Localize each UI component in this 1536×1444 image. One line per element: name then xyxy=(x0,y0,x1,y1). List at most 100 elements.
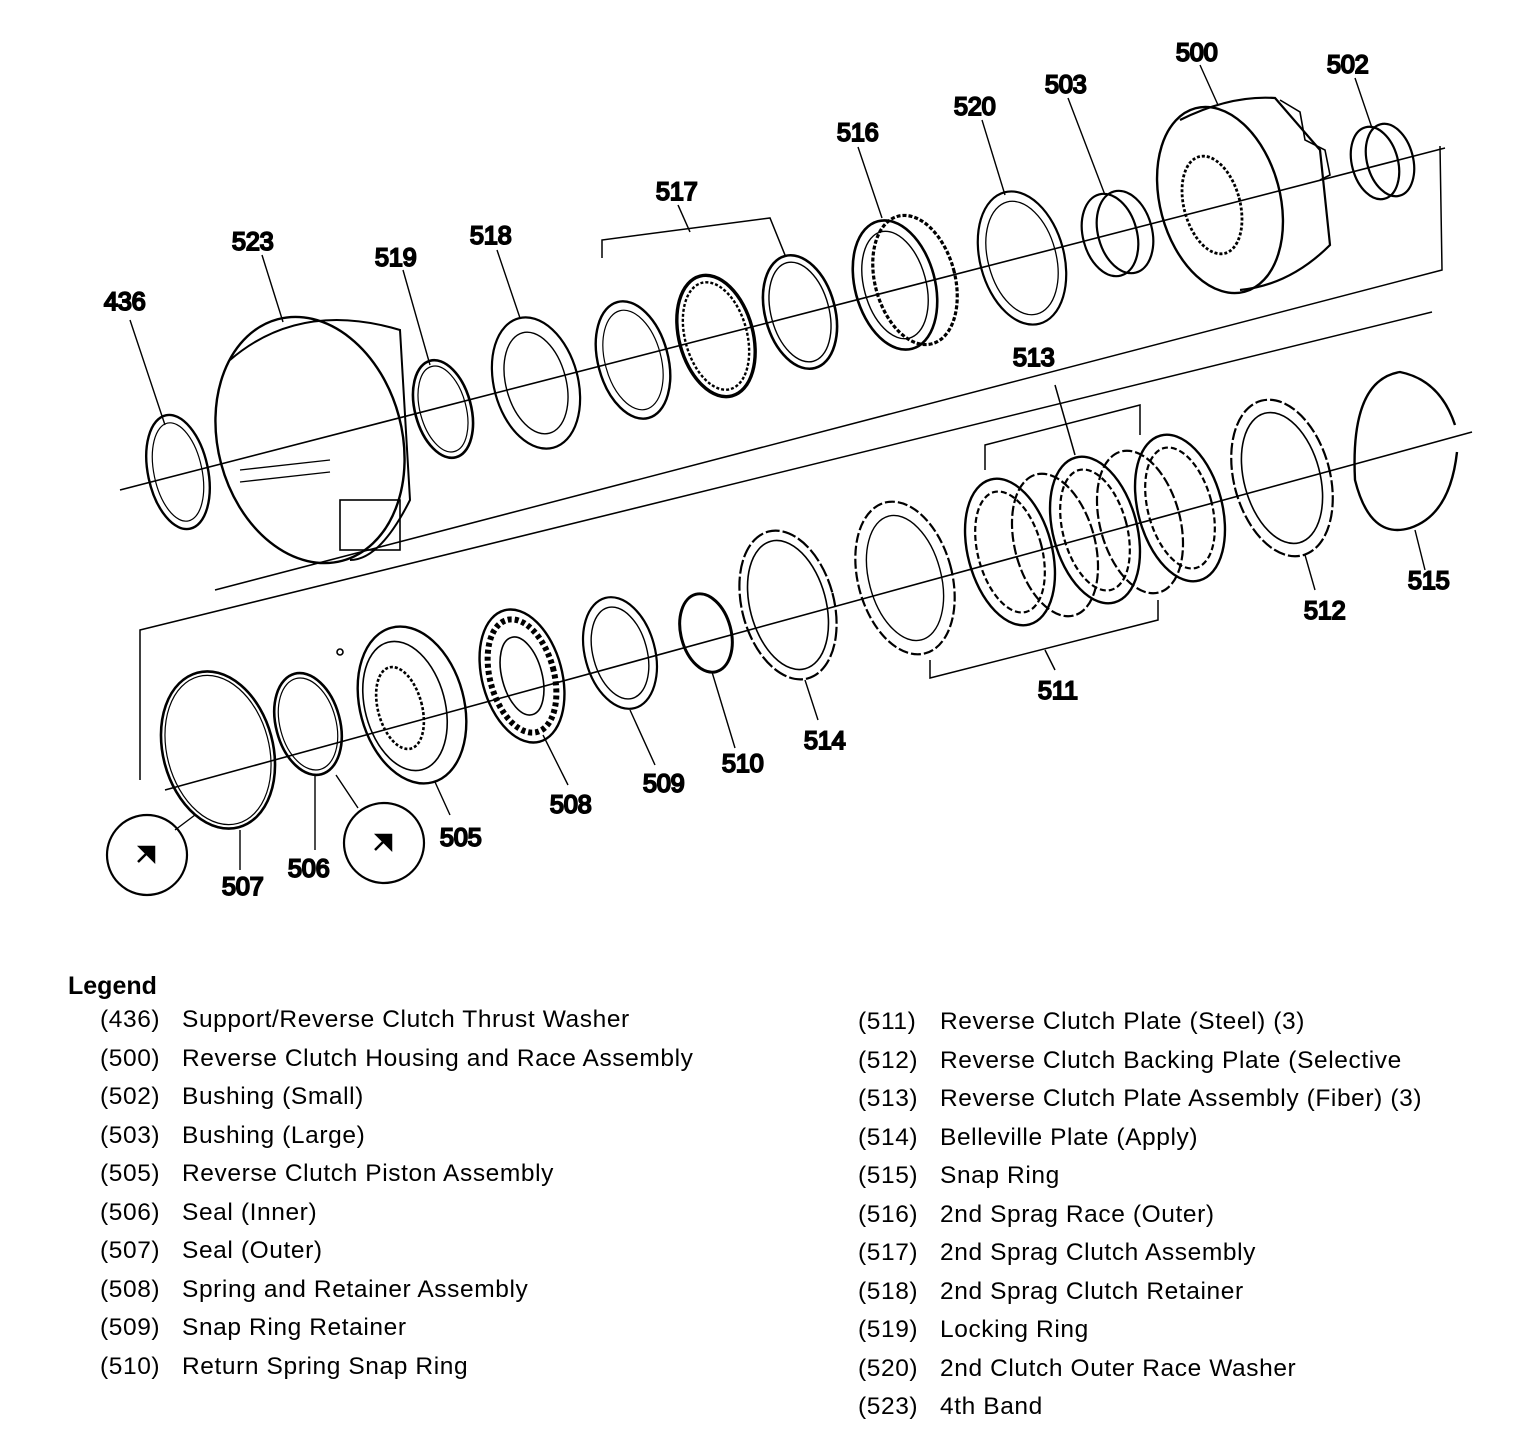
legend-item: (513) Reverse Clutch Plate Assembly (Fib… xyxy=(858,1084,1528,1114)
legend-item-description: Reverse Clutch Housing and Race Assembly xyxy=(182,1044,694,1072)
callout-509: 509 xyxy=(643,770,685,798)
part-513-reverse-clutch-fiber-plates xyxy=(963,433,1227,627)
part-506-seal-inner xyxy=(272,671,344,777)
callout-518: 518 xyxy=(470,222,512,250)
legend-title: Legend xyxy=(68,972,157,1000)
legend-item: (502) Bushing (Small) xyxy=(100,1082,720,1112)
legend-item: (503) Bushing (Large) xyxy=(100,1121,720,1151)
legend-item-number: (506) xyxy=(100,1198,161,1226)
lubricate-arrow-icon xyxy=(342,801,426,885)
part-515-snap-ring xyxy=(1353,370,1459,532)
legend-item: (518) 2nd Sprag Clutch Retainer xyxy=(858,1277,1528,1307)
callout-512: 512 xyxy=(1304,597,1346,625)
legend-item-description: Seal (Inner) xyxy=(182,1198,318,1226)
part-514-belleville-plate xyxy=(738,529,838,681)
part-502-bushing-small xyxy=(1349,122,1416,201)
part-511-reverse-clutch-steel-plates xyxy=(854,449,1185,656)
legend-item-description: 2nd Clutch Outer Race Washer xyxy=(940,1354,1297,1382)
legend-item-number: (520) xyxy=(858,1354,919,1382)
legend-item-description: Spring and Retainer Assembly xyxy=(182,1275,529,1303)
legend-item-description: Bushing (Small) xyxy=(182,1083,364,1110)
legend-item-number: (518) xyxy=(858,1277,919,1305)
legend-item: (506) Seal (Inner) xyxy=(100,1198,720,1228)
callout-502: 502 xyxy=(1327,51,1369,79)
legend-item-number: (516) xyxy=(858,1200,919,1228)
legend-item: (509) Snap Ring Retainer xyxy=(100,1313,720,1343)
bracket-511 xyxy=(929,600,1159,679)
legend-item-number: (519) xyxy=(858,1316,919,1343)
legend-item-description: Return Spring Snap Ring xyxy=(182,1352,469,1380)
legend-item-number: (502) xyxy=(100,1083,161,1110)
legend-item: (500) Reverse Clutch Housing and Race As… xyxy=(100,1044,720,1074)
legend-item: (510) Return Spring Snap Ring xyxy=(100,1352,720,1382)
legend-item-description: 2nd Sprag Clutch Retainer xyxy=(940,1277,1244,1305)
legend-item-description: Snap Ring xyxy=(940,1162,1060,1189)
legend-item: (511) Reverse Clutch Plate (Steel) (3) xyxy=(858,1007,1528,1037)
legend-item-description: 2nd Sprag Clutch Assembly xyxy=(940,1239,1256,1266)
legend-item-description: Support/Reverse Clutch Thrust Washer xyxy=(182,1006,630,1033)
legend-item-description: Reverse Clutch Backing Plate (Selective xyxy=(940,1046,1402,1074)
legend-item-number: (509) xyxy=(100,1314,161,1341)
legend-item-description: Belleville Plate (Apply) xyxy=(940,1123,1199,1151)
legend-item: (516) 2nd Sprag Race (Outer) xyxy=(858,1200,1528,1230)
leader-lines xyxy=(129,64,1426,870)
upper-axis-line xyxy=(119,147,1446,491)
callout-506: 506 xyxy=(288,855,330,883)
legend-item-number: (517) xyxy=(858,1239,919,1266)
callout-436: 436 xyxy=(104,288,146,316)
exploded-view-diagram: 436 523 519 518 517 516 520 503 500 502 … xyxy=(103,38,1473,902)
callout-505: 505 xyxy=(440,824,482,852)
part-512-reverse-clutch-backing-plate xyxy=(1230,398,1334,558)
part-436-thrust-washer xyxy=(145,413,211,531)
legend-item-description: Snap Ring Retainer xyxy=(182,1314,407,1341)
legend-item: (507) Seal (Outer) xyxy=(100,1236,720,1266)
part-503-bushing-large xyxy=(1080,189,1155,278)
part-510-return-spring-snap-ring xyxy=(678,592,734,674)
legend-item: (436) Support/Reverse Clutch Thrust Wash… xyxy=(100,1005,720,1035)
part-519-locking-ring xyxy=(411,358,475,460)
callout-514: 514 xyxy=(804,727,846,755)
callout-507: 507 xyxy=(222,873,264,901)
lower-axis-line xyxy=(164,431,1473,791)
part-507-seal-outer xyxy=(159,670,277,830)
legend-left-column: (436) Support/Reverse Clutch Thrust Wash… xyxy=(100,1005,720,1390)
legend-right-column: (511) Reverse Clutch Plate (Steel) (3) (… xyxy=(858,1007,1528,1431)
legend-item: (520) 2nd Clutch Outer Race Washer xyxy=(858,1354,1528,1384)
part-517-sprag-clutch-assembly xyxy=(594,253,839,420)
legend-item: (505) Reverse Clutch Piston Assembly xyxy=(100,1159,720,1189)
legend-item: (519) Locking Ring xyxy=(858,1315,1528,1345)
part-516-sprag-race-outer xyxy=(851,213,959,351)
part-505-reverse-clutch-piston xyxy=(336,625,468,785)
legend-item-description: 4th Band xyxy=(940,1393,1043,1420)
callout-513: 513 xyxy=(1013,344,1055,372)
callout-503: 503 xyxy=(1045,71,1087,99)
legend-item: (523) 4th Band xyxy=(858,1392,1528,1422)
callout-519: 519 xyxy=(375,244,417,272)
callout-508: 508 xyxy=(550,791,592,819)
legend-item-number: (523) xyxy=(858,1393,919,1420)
part-518-sprag-clutch-retainer xyxy=(490,316,582,450)
legend-item-number: (514) xyxy=(858,1123,919,1151)
legend-item-number: (507) xyxy=(100,1237,161,1264)
legend-item: (508) Spring and Retainer Assembly xyxy=(100,1275,720,1305)
legend-item-number: (510) xyxy=(100,1352,161,1380)
part-508-spring-retainer-assembly xyxy=(478,608,566,744)
legend-item-description: Locking Ring xyxy=(940,1316,1089,1343)
legend-item-number: (505) xyxy=(100,1160,161,1187)
legend-item: (517) 2nd Sprag Clutch Assembly xyxy=(858,1238,1528,1268)
legend-item-number: (512) xyxy=(858,1046,919,1074)
callout-516: 516 xyxy=(837,119,879,147)
part-500-reverse-clutch-housing xyxy=(1155,96,1332,295)
legend-item-description: Reverse Clutch Plate (Steel) (3) xyxy=(940,1008,1306,1035)
legend-item-number: (436) xyxy=(100,1006,161,1033)
legend-item: (514) Belleville Plate (Apply) xyxy=(858,1123,1528,1153)
callout-510: 510 xyxy=(722,750,764,778)
legend-item: (515) Snap Ring xyxy=(858,1161,1528,1191)
legend-item-number: (513) xyxy=(858,1085,919,1112)
legend-item-description: Bushing (Large) xyxy=(182,1121,366,1149)
legend-item-description: 2nd Sprag Race (Outer) xyxy=(940,1200,1215,1228)
callout-523: 523 xyxy=(232,228,274,256)
legend-item-description: Reverse Clutch Piston Assembly xyxy=(182,1160,555,1187)
legend-item-number: (503) xyxy=(100,1121,161,1149)
bracket-517 xyxy=(601,217,786,258)
